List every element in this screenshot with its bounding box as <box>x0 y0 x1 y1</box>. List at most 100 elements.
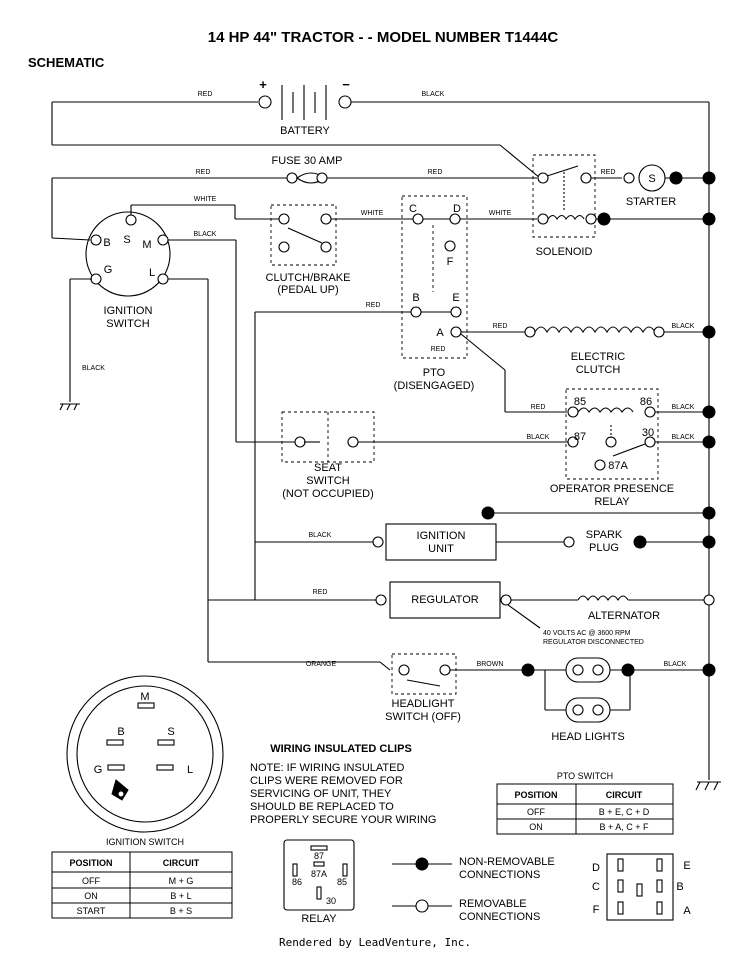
wire-label-black: BLACK <box>664 661 687 668</box>
battery-label: BATTERY <box>280 125 330 137</box>
pto-pin-d: D <box>592 862 600 874</box>
ign-terminal-s: S <box>123 234 130 246</box>
seat-switch-label: (NOT OCCUPIED) <box>282 488 373 500</box>
relay-terminal-85: 85 <box>574 396 586 408</box>
clips-note-line: CLIPS WERE REMOVED FOR <box>250 775 403 787</box>
wire-label-brown: BROWN <box>477 661 504 668</box>
pto-label: (DISENGAGED) <box>394 380 475 392</box>
ignition-unit-label: UNIT <box>428 543 454 555</box>
regulator-label: REGULATOR <box>411 594 478 606</box>
ignition-unit-label: IGNITION <box>417 530 466 542</box>
headlight-circuit: ORANGE BROWN HEADLIGHT SWITCH (OFF) BLAC… <box>306 653 716 743</box>
table-cell: B + A, C + F <box>599 822 649 832</box>
electric-clutch-label: CLUTCH <box>576 364 621 376</box>
connection-legend: NON-REMOVABLE CONNECTIONS REMOVABLE CONN… <box>392 856 555 923</box>
clutch-brake-label: CLUTCH/BRAKE <box>266 272 351 284</box>
wire-label-red: RED <box>431 346 446 353</box>
wire-label-black: BLACK <box>194 231 217 238</box>
ground-bus <box>695 178 721 791</box>
starter: S STARTER <box>623 164 716 208</box>
pinout-label-g: G <box>94 764 103 776</box>
starter-letter: S <box>648 173 655 185</box>
pinout-label-m: M <box>140 691 149 703</box>
alternator-note: REGULATOR DISCONNECTED <box>543 639 644 646</box>
ignition-switch-table: POSITION CIRCUIT OFF M + G ON B + L STAR… <box>51 851 233 919</box>
wire-label-black: BLACK <box>672 434 695 441</box>
footer-credit: Rendered by LeadVenture, Inc. <box>279 936 471 949</box>
pto-switch: C D F B E A RED PTO (DISENGAGED) WHITE R… <box>254 195 567 600</box>
table-header: POSITION <box>514 790 557 800</box>
headlight-switch-label: HEADLIGHT <box>392 698 455 710</box>
operator-relay-label: RELAY <box>594 496 630 508</box>
seat-switch-label: SWITCH <box>306 475 349 487</box>
relay-terminal-87a: 87A <box>608 460 628 472</box>
pto-terminal-e: E <box>452 292 459 304</box>
headlight-switch-label: SWITCH (OFF) <box>385 711 461 723</box>
pto-pin-a: A <box>683 905 691 917</box>
ign-terminal-g: G <box>104 264 113 276</box>
relay-legend-caption: RELAY <box>301 913 337 925</box>
wire-label-white: WHITE <box>361 210 384 217</box>
ignition-switch-label: IGNITION <box>104 305 153 317</box>
electric-clutch-label: ELECTRIC <box>571 351 625 363</box>
wire-label-red: RED <box>198 91 213 98</box>
clutch-brake-label: (PEDAL UP) <box>277 284 338 296</box>
fuse-label: FUSE 30 AMP <box>272 155 343 167</box>
pto-table-title: PTO SWITCH <box>557 771 613 781</box>
clips-note-line: NOTE: IF WIRING INSULATED <box>250 762 404 774</box>
pto-terminal-b: B <box>412 292 419 304</box>
legend-removable: CONNECTIONS <box>459 911 540 923</box>
pto-pin-c: C <box>592 881 600 893</box>
pto-terminal-d: D <box>453 203 461 215</box>
wire-label-red: RED <box>196 169 211 176</box>
wire-label-red: RED <box>366 302 381 309</box>
legend-non-removable: NON-REMOVABLE <box>459 856 555 868</box>
regulator-alternator: RED REGULATOR ALTERNATOR 40 VOLTS AC @ 3… <box>208 581 715 646</box>
section-title: SCHEMATIC <box>28 55 105 70</box>
clutch-brake-switch: CLUTCH/BRAKE (PEDAL UP) WHITE <box>266 204 413 296</box>
relay-pin-30: 30 <box>326 896 336 906</box>
table-header: CIRCUIT <box>606 790 643 800</box>
pinout-label-s: S <box>167 726 174 738</box>
relay-terminal-86: 86 <box>640 396 652 408</box>
relay-legend: 87 86 87A 85 30 RELAY <box>283 839 355 925</box>
battery-minus-sign: − <box>342 77 350 92</box>
alternator-label: ALTERNATOR <box>588 610 660 622</box>
page-title: 14 HP 44" TRACTOR - - MODEL NUMBER T1444… <box>208 29 559 46</box>
fuse-starter-circuit: FUSE 30 AMP RED RED <box>51 155 537 241</box>
ignition-table-title: IGNITION SWITCH <box>106 837 184 847</box>
wire-label-black: BLACK <box>309 532 332 539</box>
ignition-switch-pinout: M B S G L IGNITION SWITCH <box>66 675 224 847</box>
wire-label-black: BLACK <box>672 323 695 330</box>
wire-label-black: BLACK <box>527 434 550 441</box>
relay-pin-87: 87 <box>314 851 324 861</box>
wire-label-black: BLACK <box>422 91 445 98</box>
table-cell: M + G <box>169 876 194 886</box>
ign-terminal-l: L <box>149 267 155 279</box>
table-cell: B + L <box>170 891 191 901</box>
wire-label-red: RED <box>493 323 508 330</box>
wire-label-white: WHITE <box>194 196 217 203</box>
clips-note-line: SERVICING OF UNIT, THEY <box>250 788 392 800</box>
table-cell: START <box>77 906 106 916</box>
operator-presence-relay: 85 86 BLACK 87 30 87A BLACK OPERATOR PRE… <box>550 388 716 508</box>
wire-label-red: RED <box>428 169 443 176</box>
battery: + − BATTERY RED BLACK <box>51 77 710 179</box>
ign-terminal-b: B <box>103 237 110 249</box>
solenoid: RED SOLENOID <box>532 154 716 258</box>
legend-removable: REMOVABLE <box>459 898 527 910</box>
ignition-switch-label: SWITCH <box>106 318 149 330</box>
starter-label: STARTER <box>626 196 676 208</box>
head-lights-label: HEAD LIGHTS <box>551 731 624 743</box>
pto-terminal-f: F <box>447 256 454 268</box>
battery-plus-sign: + <box>259 77 267 92</box>
pto-terminal-c: C <box>409 203 417 215</box>
legend-non-removable: CONNECTIONS <box>459 869 540 881</box>
pto-label: PTO <box>423 367 446 379</box>
pto-pin-f: F <box>593 904 600 916</box>
solenoid-label: SOLENOID <box>536 246 593 258</box>
wire-label-black: BLACK <box>672 404 695 411</box>
wire-label-red: RED <box>601 169 616 176</box>
table-cell: ON <box>529 822 543 832</box>
